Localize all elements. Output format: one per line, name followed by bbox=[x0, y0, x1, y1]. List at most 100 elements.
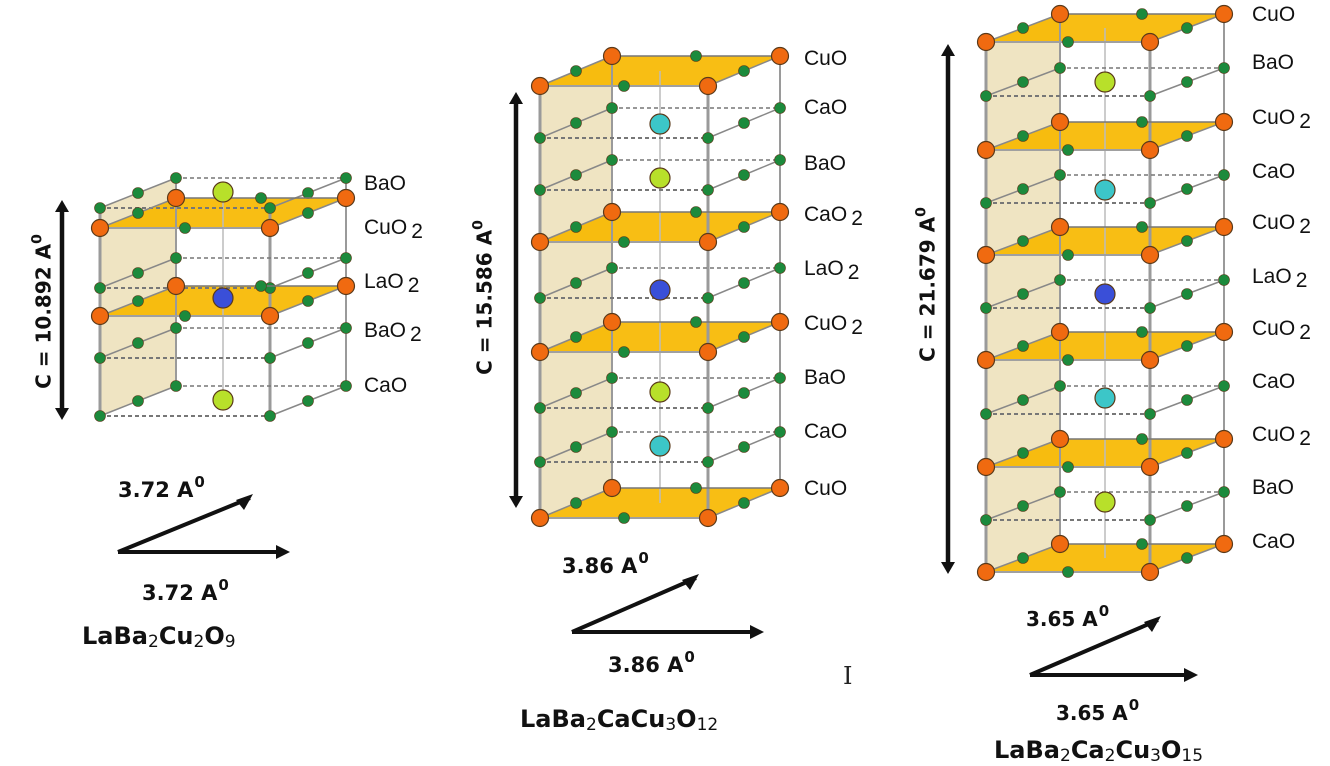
o-atom bbox=[170, 252, 182, 264]
o-atom bbox=[1017, 235, 1029, 247]
o-atom bbox=[774, 426, 786, 438]
cu-atom bbox=[698, 508, 718, 528]
o-atom bbox=[618, 346, 630, 358]
o-atom bbox=[774, 102, 786, 114]
o-atom bbox=[1017, 22, 1029, 34]
lattice-a-top-2: 3.86 A0 bbox=[562, 549, 649, 578]
o-atom bbox=[1017, 183, 1029, 195]
cu-atom bbox=[602, 46, 622, 66]
o-atom bbox=[1054, 380, 1066, 392]
o-atom bbox=[1181, 340, 1193, 352]
o-atom bbox=[340, 380, 352, 392]
cu-atom bbox=[976, 245, 996, 265]
o-atom bbox=[1017, 76, 1029, 88]
o-atom bbox=[179, 310, 191, 322]
ca-atom bbox=[1094, 179, 1116, 201]
cu-atom bbox=[1050, 429, 1070, 449]
o-atom bbox=[1181, 76, 1193, 88]
o-atom bbox=[1181, 183, 1193, 195]
o-atom bbox=[774, 154, 786, 166]
o-atom bbox=[94, 410, 106, 422]
c-axis-arrowhead bbox=[509, 496, 523, 508]
cu-atom bbox=[1050, 112, 1070, 132]
cu-atom bbox=[1050, 322, 1070, 342]
cu-atom bbox=[1050, 217, 1070, 237]
o-atom bbox=[618, 512, 630, 524]
o-atom bbox=[738, 221, 750, 233]
cu-atom bbox=[1140, 562, 1160, 582]
o-atom bbox=[606, 372, 618, 384]
ba-atom bbox=[649, 167, 671, 189]
layer-label: CaO bbox=[804, 420, 848, 443]
cu-atom bbox=[770, 46, 790, 66]
lattice-vector-arrowhead bbox=[1184, 668, 1198, 682]
ca-atom bbox=[1094, 387, 1116, 409]
cu-atom bbox=[602, 478, 622, 498]
o-atom bbox=[1181, 552, 1193, 564]
o-atom bbox=[1136, 326, 1148, 338]
lattice-a-top-3: 3.65 A0 bbox=[1026, 602, 1110, 631]
o-atom bbox=[132, 337, 144, 349]
o-atom bbox=[1181, 447, 1193, 459]
lattice-vector-arrowhead bbox=[682, 574, 699, 590]
o-atom bbox=[1144, 90, 1156, 102]
o-atom bbox=[570, 221, 582, 233]
cu-atom bbox=[166, 276, 186, 296]
o-atom bbox=[1062, 566, 1074, 578]
cu-atom bbox=[166, 188, 186, 208]
ba-atom bbox=[212, 389, 234, 411]
o-atom bbox=[1017, 500, 1029, 512]
o-atom bbox=[1136, 8, 1148, 20]
o-atom bbox=[690, 206, 702, 218]
ba-atom bbox=[649, 381, 671, 403]
la-atom bbox=[1094, 283, 1116, 305]
cu-atom bbox=[602, 312, 622, 332]
layer-label: CaO bbox=[364, 374, 408, 397]
o-atom bbox=[179, 222, 191, 234]
lattice-vector-arrow bbox=[117, 496, 251, 554]
lattice-a-bottom-3: 3.65 A0 bbox=[1056, 696, 1140, 725]
o-atom bbox=[170, 322, 182, 334]
formula-label-1: LaBa2Cu2O9 bbox=[82, 622, 236, 652]
o-atom bbox=[702, 456, 714, 468]
cu-atom bbox=[260, 306, 280, 326]
o-atom bbox=[690, 316, 702, 328]
o-atom bbox=[255, 280, 267, 292]
o-atom bbox=[702, 184, 714, 196]
o-atom bbox=[980, 408, 992, 420]
cu-atom bbox=[1214, 112, 1234, 132]
cu-atom bbox=[530, 508, 550, 528]
text-cursor-icon: I bbox=[843, 662, 853, 690]
layer-label: CuO bbox=[804, 47, 848, 70]
o-atom bbox=[1218, 62, 1230, 74]
cu-atom bbox=[90, 218, 110, 238]
layer-label: CuO bbox=[804, 477, 848, 500]
lattice-vector-arrow bbox=[1029, 618, 1159, 677]
c-axis-arrowhead bbox=[55, 200, 69, 212]
o-atom bbox=[738, 387, 750, 399]
cu-atom bbox=[1214, 217, 1234, 237]
cu-atom bbox=[336, 276, 356, 296]
cu-atom bbox=[698, 232, 718, 252]
o-atom bbox=[980, 197, 992, 209]
ca-atom bbox=[649, 435, 671, 457]
cu-atom bbox=[336, 188, 356, 208]
lattice-vector-arrow bbox=[571, 576, 697, 634]
cu-atom bbox=[976, 32, 996, 52]
o-atom bbox=[94, 282, 106, 294]
o-atom bbox=[1218, 380, 1230, 392]
o-atom bbox=[606, 426, 618, 438]
cu-atom bbox=[602, 202, 622, 222]
o-atom bbox=[690, 50, 702, 62]
o-atom bbox=[94, 352, 106, 364]
o-atom bbox=[1218, 274, 1230, 286]
o-atom bbox=[264, 202, 276, 214]
o-atom bbox=[302, 207, 314, 219]
cu-atom bbox=[90, 306, 110, 326]
